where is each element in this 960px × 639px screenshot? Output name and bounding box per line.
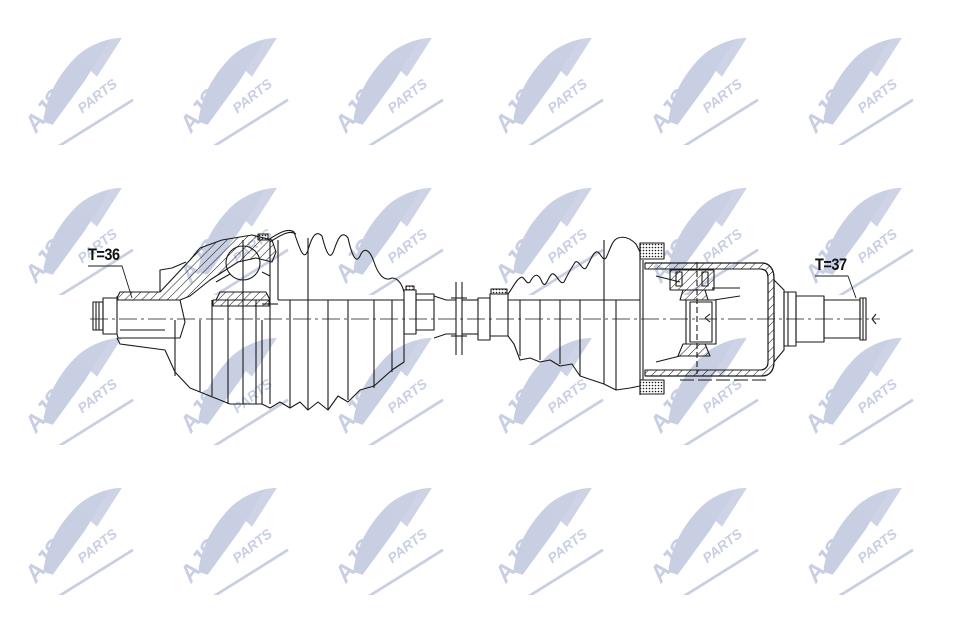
- outer-boot: [267, 229, 405, 293]
- spline-count-right: T=37: [815, 255, 847, 274]
- leader-right: [815, 275, 857, 299]
- spline-count-left: T=36: [88, 245, 120, 264]
- inner-boot: [507, 236, 641, 295]
- outer-cv-joint: [92, 233, 279, 405]
- leader-left: [88, 265, 133, 299]
- inner-tripod-joint: [639, 242, 877, 395]
